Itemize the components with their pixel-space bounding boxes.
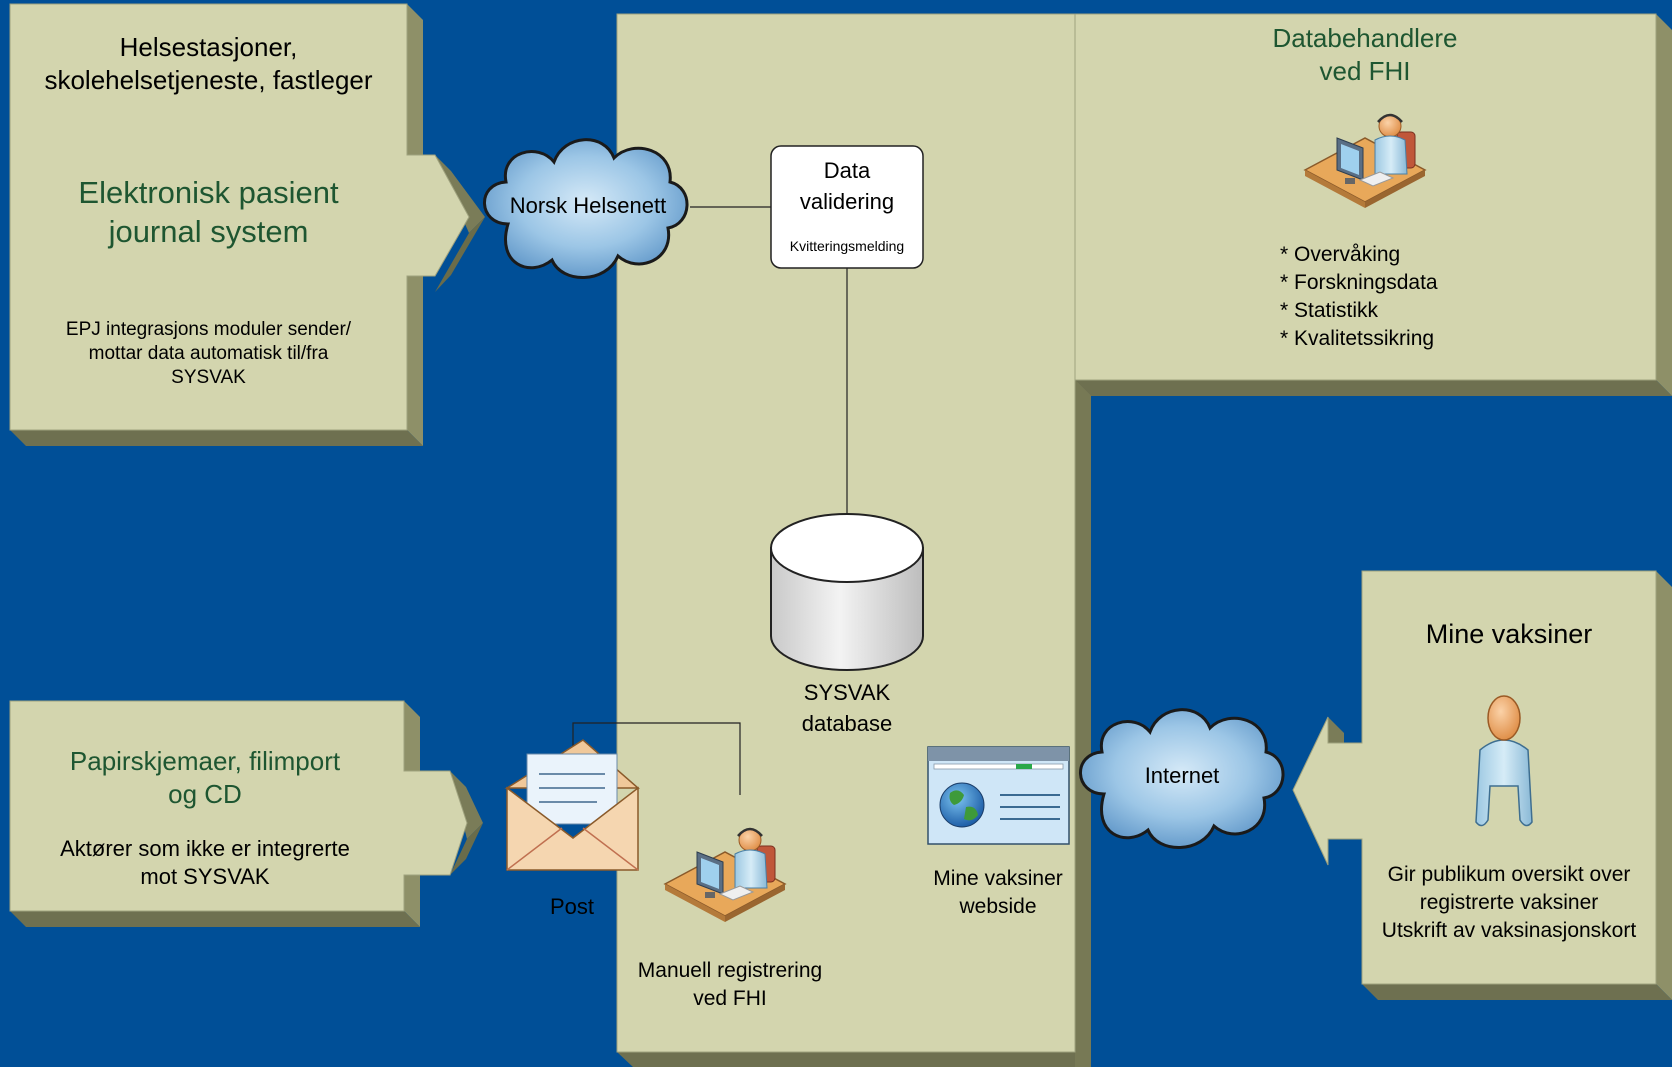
list-item: * Statistikk <box>1280 299 1379 322</box>
mine-vaksiner-description: Gir publikum oversikt over registrerte v… <box>1362 861 1656 945</box>
epj-desc-line3: SYSVAK <box>171 366 246 388</box>
paper-title-line2: og CD <box>168 778 242 809</box>
validation-line2: validering <box>799 189 895 214</box>
epj-system-line1: Elektronisk pasient <box>78 175 339 210</box>
website-line1: Mine vaksiner <box>933 867 1063 890</box>
paper-title-line1: Papirskjemaer, filimport <box>69 746 341 776</box>
list-item: * Forskningsdata <box>1280 271 1438 294</box>
website-label: Mine vaksiner webside <box>908 865 1088 921</box>
database-cylinder-icon <box>770 513 924 671</box>
post-label: Post <box>549 894 595 919</box>
database-label: SYSVAK database <box>757 677 937 739</box>
website-line2: webside <box>959 895 1037 918</box>
web-browser-globe-icon <box>927 746 1070 845</box>
database-line1: SYSVAK <box>803 680 891 705</box>
epj-description: EPJ integrasjons moduler sender/ mottar … <box>10 318 407 389</box>
mine-vaksiner-desc-line1: Gir publikum oversikt over <box>1387 863 1631 886</box>
epj-desc-line1: EPJ integrasjons moduler sender/ <box>65 319 352 340</box>
data-processors-list: * Overvåking * Forskningsdata * Statisti… <box>1280 241 1540 353</box>
epj-system-title: Elektronisk pasient journal system <box>10 174 407 252</box>
mine-vaksiner-panel <box>1292 570 1672 1000</box>
epj-system-line2: journal system <box>108 213 309 249</box>
data-processors-title-line1: Databehandlere <box>1272 23 1458 53</box>
cloud-icon <box>1079 708 1285 849</box>
paper-desc-line1: Aktører som ikke er integrerte <box>60 836 350 861</box>
epj-title-line1: Helsestasjoner, <box>119 32 298 62</box>
epj-title: Helsestasjoner, skolehelsetjeneste, fast… <box>10 31 407 96</box>
epj-desc-line2: mottar data automatisk til/fra <box>88 342 329 364</box>
validation-box <box>770 145 924 269</box>
paper-desc-line2: mot SYSVAK <box>140 863 270 889</box>
mine-vaksiner-desc-line2: registrerte vaksiner <box>1419 891 1599 914</box>
cloud-icon <box>483 138 689 279</box>
data-processors-panel <box>1074 13 1672 396</box>
paper-panel <box>9 700 483 927</box>
mine-vaksiner-title: Mine vaksiner <box>1425 619 1593 649</box>
norsk-helsenett-label: Norsk Helsenett <box>509 193 667 218</box>
manual-line1: Manuell registrering <box>637 959 823 982</box>
envelope-icon <box>504 739 640 871</box>
internet-label: Internet <box>1144 763 1220 788</box>
manual-registration-label: Manuell registrering ved FHI <box>620 957 840 1013</box>
paper-title: Papirskjemaer, filimport og CD <box>10 745 400 810</box>
paper-description: Aktører som ikke er integrerte mot SYSVA… <box>10 835 400 890</box>
list-item: * Kvalitetssikring <box>1280 327 1435 350</box>
connector-lines <box>572 206 848 795</box>
person-icon <box>1475 695 1533 827</box>
epj-title-line2: skolehelsetjeneste, fastleger <box>44 64 373 95</box>
validation-sub: Kvitteringsmelding <box>789 238 905 254</box>
line-post-to-manual <box>572 722 741 795</box>
validation-title: Data validering <box>771 155 923 217</box>
validation-line1: Data <box>823 158 871 183</box>
data-processors-title: Databehandlere ved FHI <box>1175 22 1555 87</box>
list-item: * Overvåking <box>1280 243 1401 266</box>
mine-vaksiner-desc-line3: Utskrift av vaksinasjonskort <box>1381 919 1637 942</box>
data-processors-title-line2: ved FHI <box>1319 55 1411 86</box>
epj-panel <box>9 3 485 446</box>
database-line2: database <box>801 711 893 736</box>
manual-line2: ved FHI <box>693 987 767 1010</box>
